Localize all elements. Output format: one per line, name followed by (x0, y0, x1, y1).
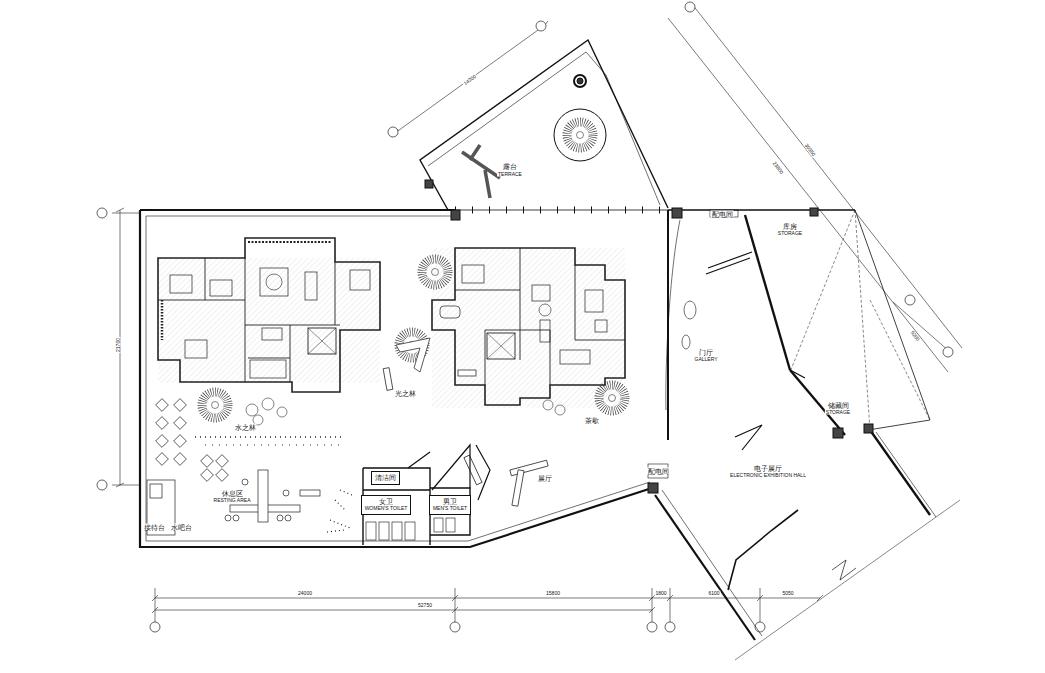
room-label: 休息区 (221, 490, 244, 497)
room-label: 库房 (782, 223, 798, 230)
room-name: 清洁间 (375, 474, 396, 482)
room-label: 门厅 (698, 349, 714, 356)
dimension-value: 14200 (462, 73, 478, 86)
room-name: 男卫 (433, 498, 467, 506)
room-label: 光之林 (394, 390, 417, 397)
room-label: RESTING AREA (213, 498, 252, 503)
room-label: STORAGE (777, 231, 803, 236)
room-label: 电子展厅 (753, 465, 783, 472)
terrace-outline (420, 40, 668, 210)
room-label: GALLERY (694, 357, 719, 362)
room-name: 女卫 (365, 498, 408, 506)
room-label: 储藏间 (827, 402, 850, 409)
room-label: 接待台 (143, 524, 166, 531)
dimension-value: 24000 (297, 591, 313, 596)
dimension-lines (112, 4, 962, 622)
room-label: 水之林 (234, 424, 257, 431)
room-name: MEN'S TOILET (433, 506, 467, 512)
room-label: 配电间 (711, 211, 734, 218)
room-box: 男卫MEN'S TOILET (429, 495, 471, 514)
room-label: 茶歇 (584, 417, 600, 424)
room-name: WOMEN'S TOILET (365, 506, 408, 512)
dimension-value: 30350 (803, 142, 817, 158)
room-box: 清洁间 (371, 471, 400, 485)
building-walls (140, 210, 668, 547)
tree (567, 122, 593, 148)
room-label: 配电间 (647, 468, 670, 475)
room-label: TERRACE (497, 172, 523, 177)
room-label: 露台 (502, 163, 518, 170)
room-label: 水吧台 (170, 524, 193, 531)
apartment-right (432, 248, 625, 408)
room-box: 女卫WOMEN'S TOILET (361, 495, 412, 514)
axis-bubbles (97, 2, 953, 632)
dimension-value: 1800 (654, 591, 667, 596)
dimension-value: 5200 (909, 329, 921, 342)
room-label: 展厅 (537, 475, 553, 482)
dimension-value: 23800 (771, 160, 785, 176)
dimension-value: 52750 (417, 603, 433, 608)
room-label: STORAGE (825, 410, 851, 415)
dimension-value: 5050 (781, 591, 794, 596)
landscape (147, 259, 625, 535)
apartment-left (158, 238, 380, 392)
dimension-value: 15800 (545, 591, 561, 596)
dimension-value: 21700 (116, 337, 121, 353)
room-label: ELECTRONIC EXHIBITION HALL (729, 473, 807, 478)
dimension-value: 6100 (707, 591, 720, 596)
